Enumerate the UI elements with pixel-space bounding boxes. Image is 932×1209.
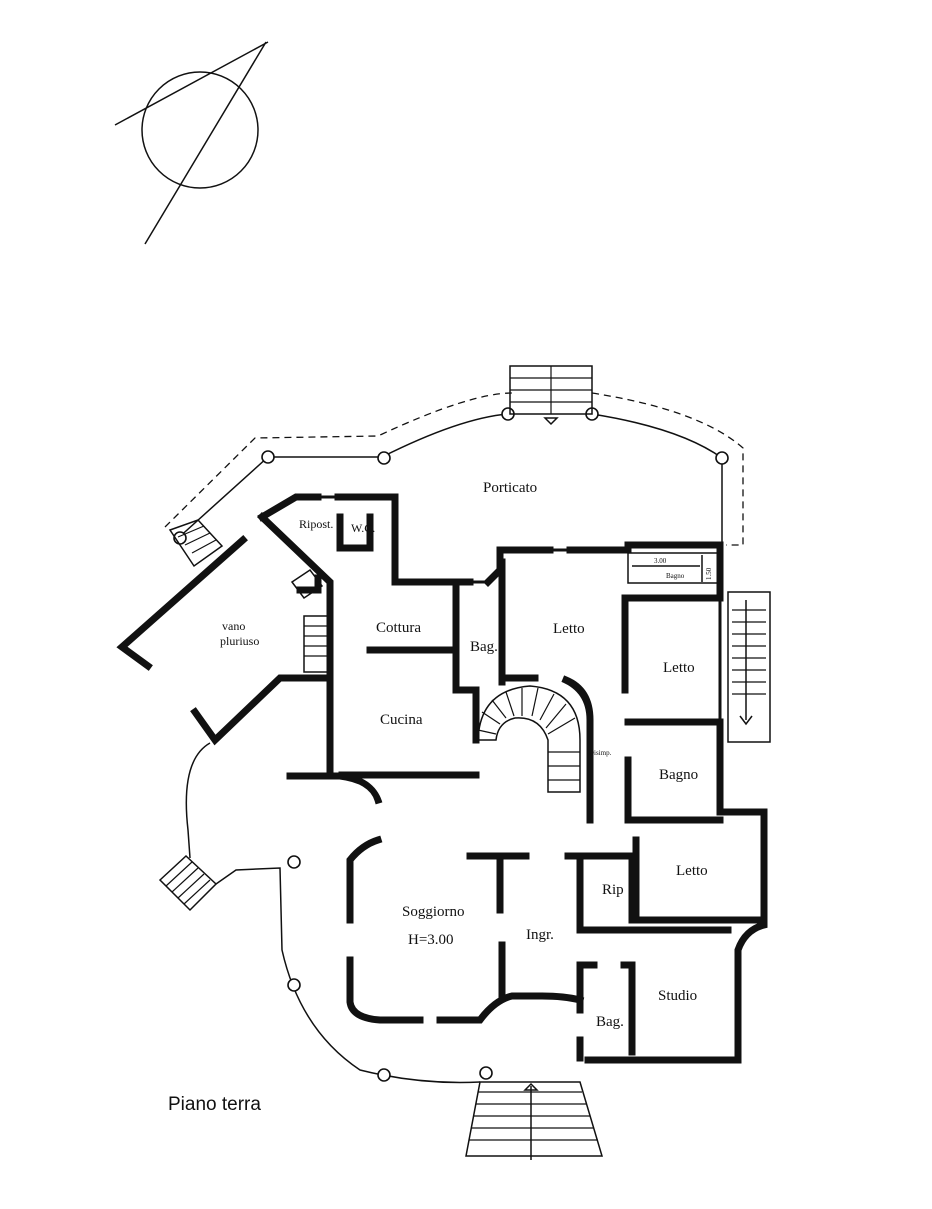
room-studio: Studio	[658, 988, 697, 1004]
room-rip: Rip	[602, 882, 624, 898]
room-cottura: Cottura	[376, 620, 421, 636]
room-porticato: Porticato	[483, 480, 537, 496]
porch-outline	[164, 392, 744, 548]
dimension-bagno: Bagno	[666, 572, 685, 580]
left-stair	[158, 854, 218, 912]
room-bagno: Bagno	[659, 767, 698, 783]
dimension-depth: 1.50	[705, 567, 713, 580]
dimension-block: 3.00 Bagno 1.50	[627, 552, 721, 584]
room-ingr: Ingr.	[526, 927, 554, 943]
compass-icon	[114, 41, 269, 245]
room-disimp: Disimp.	[589, 749, 612, 757]
room-letto-1: Letto	[553, 621, 585, 637]
interior-walls	[296, 513, 764, 1056]
dimension-width: 3.00	[654, 557, 667, 565]
upper-left-stair	[168, 519, 224, 568]
top-stair	[509, 365, 593, 426]
windows	[318, 495, 766, 885]
room-vano: vano	[222, 619, 245, 633]
room-bag-bottom: Bag.	[596, 1014, 624, 1030]
entrance-stair	[465, 1081, 604, 1160]
floor-caption: Piano terra	[168, 1094, 261, 1115]
room-letto-3: Letto	[676, 863, 708, 879]
porch-columns	[173, 407, 729, 545]
right-stair	[727, 591, 771, 743]
room-cucina: Cucina	[380, 712, 423, 728]
room-bag-top: Bag.	[470, 639, 498, 655]
room-ripost: Ripost.	[299, 517, 333, 531]
room-soggiorno: Soggiorno	[402, 904, 465, 920]
room-wc: W.C.	[351, 521, 375, 535]
terrace-outline	[185, 742, 493, 1084]
interior-stair	[290, 568, 329, 673]
room-labels: Porticato Ripost. W.C. vano pluriuso Cot…	[220, 480, 708, 1030]
spiral-stair	[477, 685, 581, 793]
room-letto-2: Letto	[663, 660, 695, 676]
room-pluriuso: pluriuso	[220, 634, 259, 648]
room-soggiorno-height: H=3.00	[408, 932, 454, 948]
